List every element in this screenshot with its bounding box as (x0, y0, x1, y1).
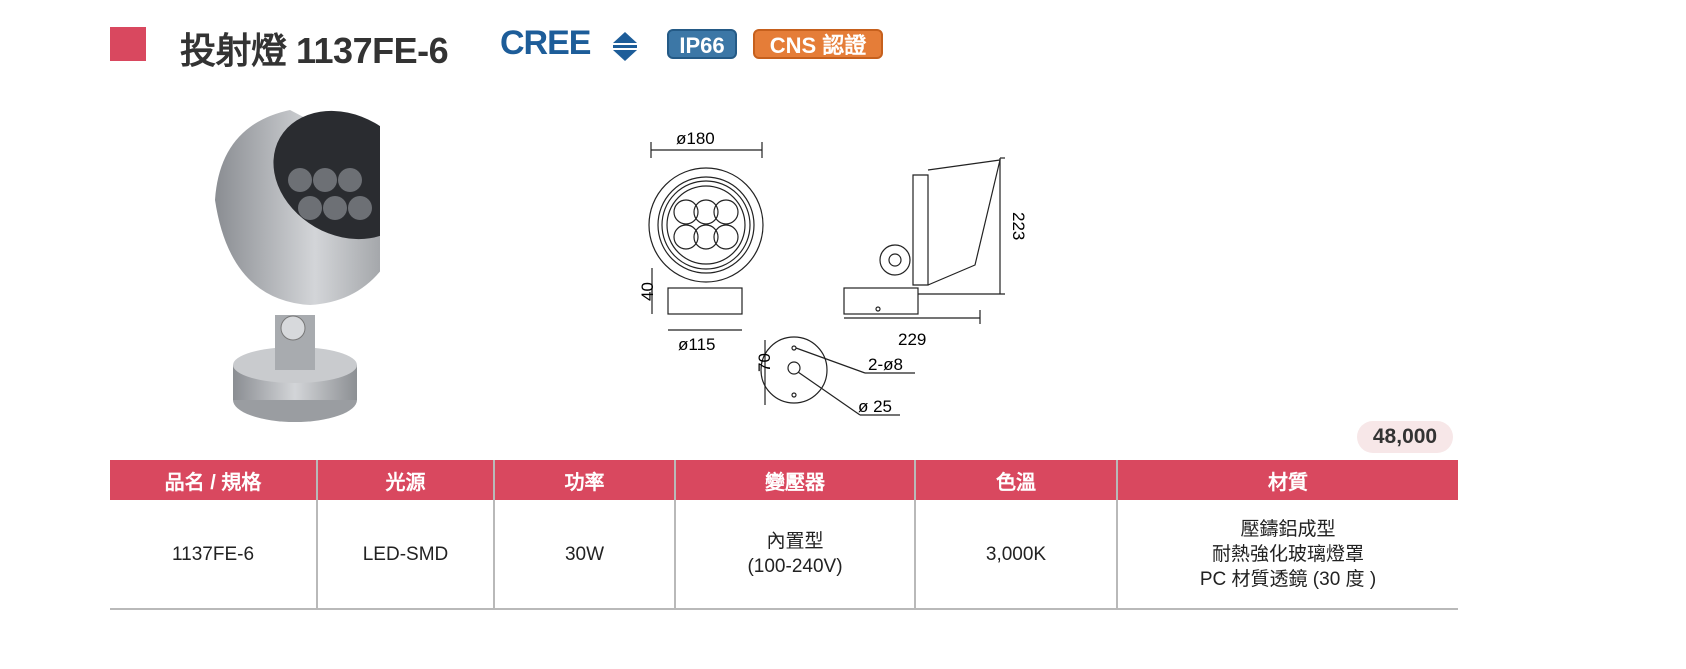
header-material: 材質 (1116, 460, 1458, 500)
ip66-badge: IP66 (667, 29, 737, 59)
cell-power: 30W (493, 500, 675, 610)
dim-base-height: 40 (638, 282, 657, 301)
dim-side-height: 223 (1009, 212, 1028, 240)
dim-mount-height: 70 (755, 353, 774, 372)
table-row: 1137FE-6 LED-SMD 30W 內置型 (100-240V) 3,00… (110, 500, 1458, 610)
header-color-temp: 色溫 (914, 460, 1117, 500)
dim-front-diameter: ø180 (676, 129, 715, 148)
header-transformer: 變壓器 (674, 460, 915, 500)
cell-source: LED-SMD (316, 500, 494, 610)
table-header-row: 品名 / 規格 光源 功率 變壓器 色溫 材質 (110, 460, 1458, 500)
transformer-type: 內置型 (766, 531, 824, 552)
dim-holes: 2-ø8 (868, 355, 903, 374)
cell-transformer: 內置型 (100-240V) (674, 500, 915, 610)
dimension-drawing: ø180 40 ø115 223 229 70 2-ø8 ø 25 (638, 129, 1028, 416)
cns-badge: CNS 認證 (753, 29, 883, 59)
cell-model: 1137FE-6 (110, 500, 317, 610)
material-line: 耐熱強化玻璃燈罩 (1211, 543, 1364, 565)
product-photo (215, 110, 380, 422)
section-marker (110, 27, 146, 61)
material-line: 壓鑄鋁成型 (1240, 518, 1336, 540)
product-title: 投射燈 1137FE-6 (180, 30, 449, 71)
spec-table: 品名 / 規格 光源 功率 變壓器 色溫 材質 1137FE-6 LED-SMD… (110, 460, 1458, 610)
header-model: 品名 / 規格 (110, 460, 317, 500)
cell-color-temp: 3,000K (914, 500, 1117, 610)
cell-material: 壓鑄鋁成型 耐熱強化玻璃燈罩 PC 材質透鏡 (30 度 ) (1116, 500, 1458, 610)
header-source: 光源 (316, 460, 494, 500)
dim-center-hole: ø 25 (858, 397, 892, 416)
dim-side-depth: 229 (898, 330, 926, 349)
dim-base-diameter: ø115 (678, 335, 716, 354)
cree-logo: CREE (500, 24, 591, 62)
material-line: PC 材質透鏡 (30 度 ) (1199, 568, 1377, 590)
transformer-voltage: (100-240V) (747, 556, 843, 577)
header-power: 功率 (493, 460, 675, 500)
cree-arrows-icon (613, 32, 637, 61)
price-tag: 48,000 (1357, 421, 1453, 453)
